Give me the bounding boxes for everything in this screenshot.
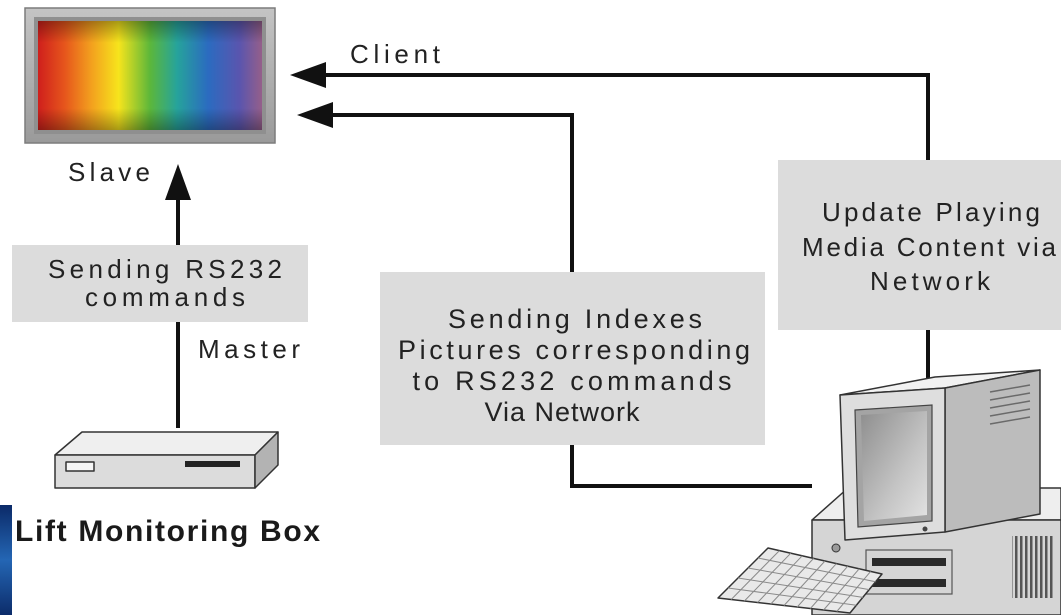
desktop-computer-icon bbox=[717, 369, 1061, 615]
update-box-line-1: Update Playing bbox=[822, 197, 1040, 227]
lift-monitoring-box-icon bbox=[54, 431, 279, 489]
rainbow-display-icon bbox=[24, 7, 276, 144]
indexes-box-line-1: Sending Indexes bbox=[448, 304, 702, 334]
indexes-box-line-4: Via Network bbox=[485, 397, 641, 427]
slave-label: Slave bbox=[68, 157, 150, 187]
arrowhead-slave bbox=[165, 164, 191, 200]
indexes-box-line-2: Pictures corresponding bbox=[398, 335, 750, 365]
rs232-box: Sending RS232 commands bbox=[12, 245, 308, 322]
rs232-box-line-2: commands bbox=[85, 282, 245, 312]
lift-monitoring-box-label: Lift Monitoring Box bbox=[15, 515, 320, 548]
update-box-line-3: Network bbox=[870, 266, 991, 296]
arrowhead-indexes bbox=[297, 102, 333, 128]
update-box: Update Playing Media Content via Network bbox=[778, 160, 1061, 330]
arrowhead-client bbox=[290, 62, 326, 88]
indexes-box-line-3: to RS232 commands bbox=[413, 366, 732, 396]
master-label: Master bbox=[198, 334, 300, 364]
update-box-line-2: Media Content via bbox=[802, 232, 1057, 262]
indexes-box: Sending Indexes Pictures corresponding t… bbox=[380, 272, 765, 445]
background-fragment bbox=[0, 505, 12, 615]
client-label: Client bbox=[350, 39, 441, 69]
